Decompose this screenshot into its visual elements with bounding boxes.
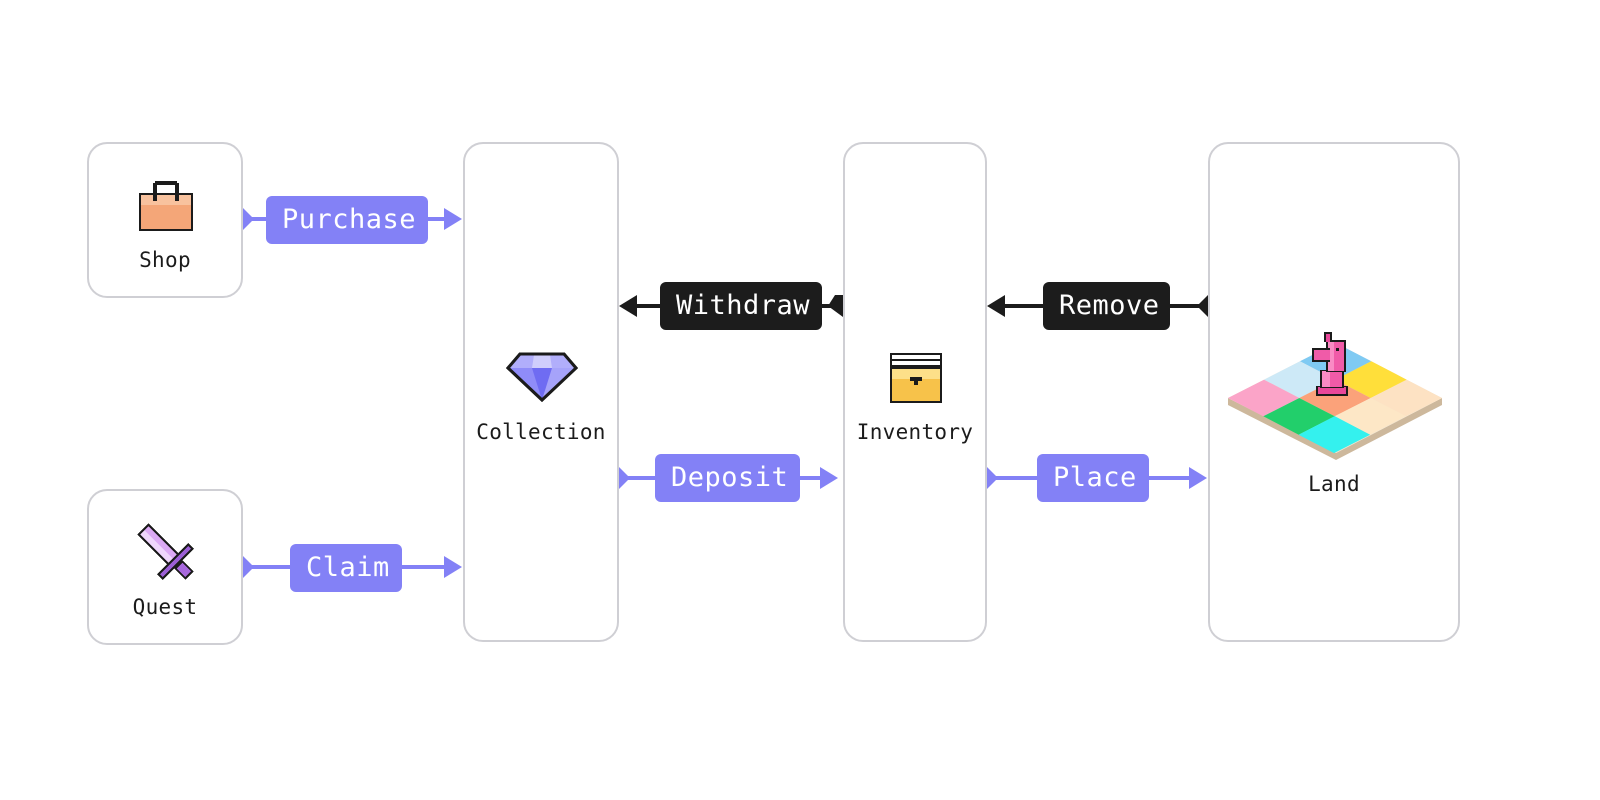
edge-deposit-label: Deposit <box>655 454 800 502</box>
edge-place-label: Place <box>1037 454 1149 502</box>
edge-remove-label: Remove <box>1043 282 1170 330</box>
node-quest-label: Quest <box>132 595 198 619</box>
diamond-gem-icon <box>506 352 578 402</box>
node-land: Land <box>1208 142 1460 642</box>
node-collection-label: Collection <box>476 420 606 444</box>
isometric-land-tile-icon <box>1228 332 1442 460</box>
shopping-bag-icon <box>139 181 193 231</box>
edge-withdraw-label: Withdraw <box>660 282 822 330</box>
node-shop: Shop <box>87 142 243 298</box>
edge-purchase-label: Purchase <box>266 196 428 244</box>
edge-claim-label: Claim <box>290 544 402 592</box>
treasure-chest-icon <box>890 353 942 403</box>
chess-knight-piece <box>1312 332 1348 396</box>
node-shop-label: Shop <box>139 248 191 272</box>
node-land-label: Land <box>1308 472 1360 496</box>
node-collection: Collection <box>463 142 619 642</box>
sword-icon <box>137 523 194 580</box>
node-quest: Quest <box>87 489 243 645</box>
node-inventory-label: Inventory <box>856 420 974 444</box>
node-inventory: Inventory <box>843 142 987 642</box>
